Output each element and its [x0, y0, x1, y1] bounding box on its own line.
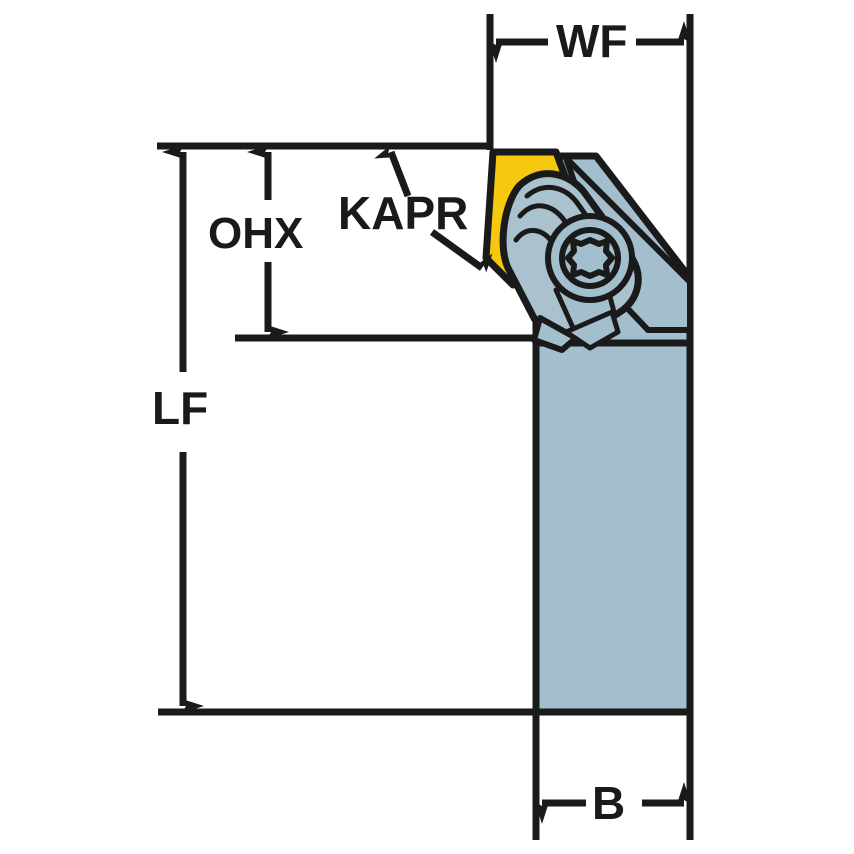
dimension-label-wf: WF [556, 15, 628, 67]
leader-arrow-kapr-edge [429, 229, 493, 273]
dimension-lines-group [157, 14, 694, 840]
clamp-rib-2 [517, 203, 609, 285]
dimension-label-ohx: OHX [208, 209, 304, 258]
dimension-label-lf: LF [152, 382, 209, 434]
torx-screw-star-icon [565, 237, 615, 279]
dimension-label-b: B [592, 777, 626, 829]
leader-arrow-kapr-top [374, 146, 412, 198]
tool-shank [532, 339, 694, 716]
clamp-rib-1 [524, 185, 623, 267]
clamp-facet-b [563, 309, 621, 351]
tool-body-group [482, 148, 694, 716]
dimension-label-kapr: KAPR [338, 187, 469, 239]
